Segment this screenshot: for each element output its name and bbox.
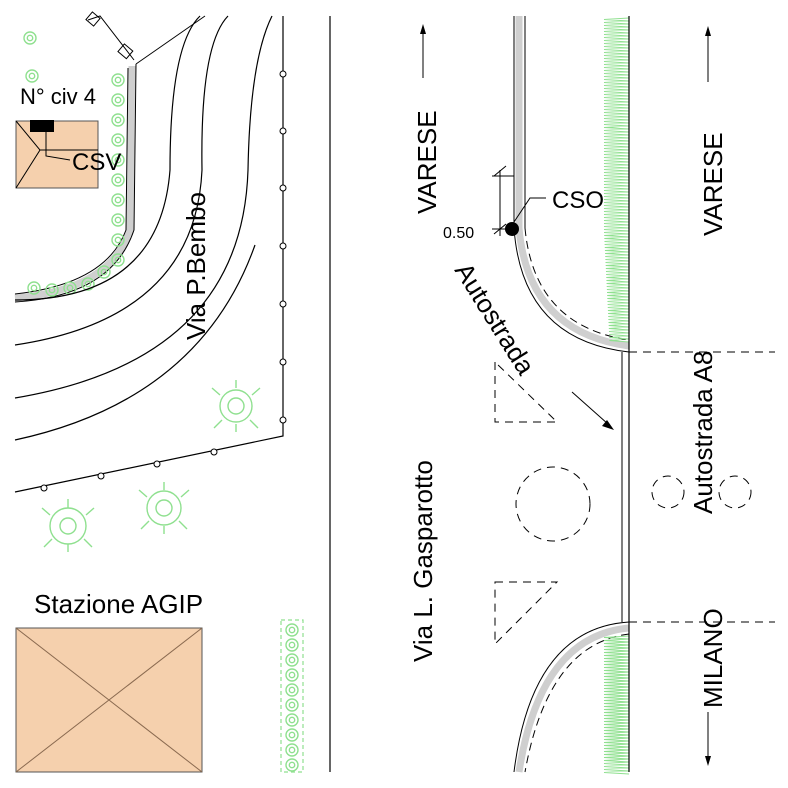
- hedge-icon: [111, 233, 125, 247]
- hedge-icon: [285, 653, 299, 667]
- csv-leader-line: [45, 132, 71, 161]
- tree-icon: [211, 380, 261, 432]
- hedge-icon: [97, 265, 111, 279]
- hedge-icon: [81, 277, 95, 291]
- hedge-icon: [285, 668, 299, 682]
- roundabout-circle: [515, 466, 591, 542]
- hedge-icon: [45, 283, 59, 297]
- via-bembo-road: [14, 15, 284, 493]
- hedge-left-parcel: [23, 31, 125, 297]
- milano-label: MILANO: [698, 608, 728, 708]
- via-bembo-label: Via P.Bembo: [181, 192, 211, 340]
- roundabout-small-left: [651, 475, 685, 509]
- hedge-icon: [285, 713, 299, 727]
- grass-verge-north: [603, 17, 630, 343]
- csv-marker: [30, 120, 54, 132]
- hedge-icon: [27, 281, 41, 295]
- house-building: [15, 120, 99, 189]
- house-roof-lines: [15, 120, 98, 189]
- hedge-icon: [111, 213, 125, 227]
- csv-label: CSV: [72, 149, 121, 176]
- hedge-icon: [23, 31, 37, 45]
- hedge-icon: [285, 698, 299, 712]
- roundabout-small-right: [718, 475, 752, 509]
- hedge-icon: [111, 193, 125, 207]
- via-gasparotto-label: Via L. Gasparotto: [408, 460, 438, 662]
- cso-leader-line: [513, 197, 546, 223]
- fence-posts: [40, 70, 287, 492]
- stazione-agip-label: Stazione AGIP: [34, 589, 203, 619]
- tree-icon: [41, 499, 95, 552]
- hedge-icon: [285, 638, 299, 652]
- grass-verge-south: [603, 635, 630, 775]
- offset-label: 0.50: [443, 225, 474, 242]
- varese-right-label: VARESE: [698, 132, 728, 236]
- agip-building: [15, 627, 203, 773]
- autostrada-a8-label: Autostrada A8: [688, 351, 718, 514]
- autostrada-curb-north: [513, 16, 630, 353]
- south-arrow-icon: [705, 712, 711, 766]
- tree-icon: [138, 482, 190, 534]
- cso-label: CSO: [552, 187, 604, 214]
- hedge-icon: [111, 253, 125, 267]
- hedge-icon: [285, 623, 299, 637]
- autostrada-arrow: [571, 391, 614, 430]
- cso-marker: [505, 222, 519, 236]
- hedge-icon: [111, 73, 125, 87]
- varese-left-label: VARESE: [412, 110, 442, 214]
- north-arrow-icon: [420, 24, 426, 78]
- traffic-island-north: [494, 360, 559, 423]
- hedge-icon: [111, 153, 125, 167]
- hedge-icon: [111, 93, 125, 107]
- hedge-strip-agip: [280, 619, 304, 773]
- north-arrow-icon: [705, 26, 711, 82]
- hedge-icon: [285, 728, 299, 742]
- hedge-icon: [285, 683, 299, 697]
- hedge-icon: [285, 758, 299, 772]
- hedge-icon: [111, 113, 125, 127]
- traffic-island-south: [494, 581, 559, 646]
- hedge-icon: [25, 69, 39, 83]
- house-number-label: N° civ 4: [20, 84, 96, 109]
- hedge-icon: [111, 173, 125, 187]
- hedge-icon: [111, 133, 125, 147]
- hedge-icon: [285, 743, 299, 757]
